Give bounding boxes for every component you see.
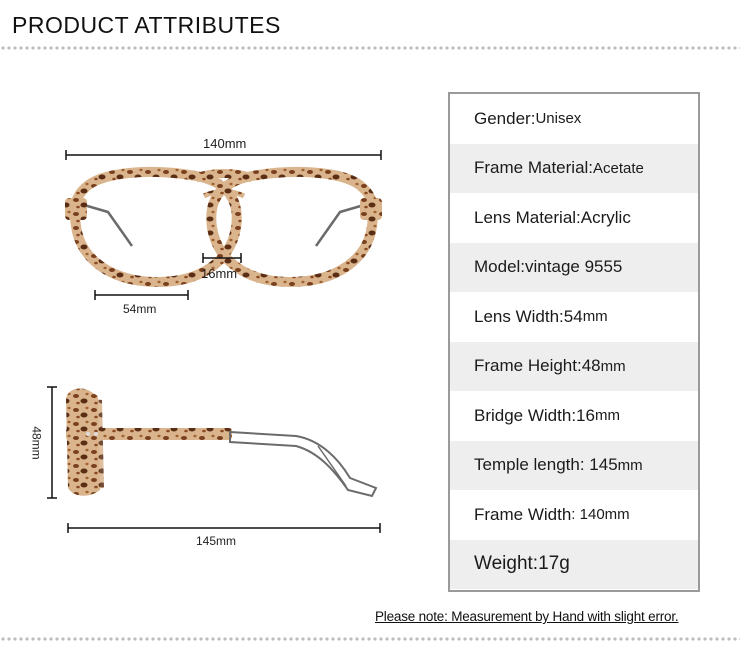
measurement-note: Please note: Measurement by Hand with sl… bbox=[375, 609, 679, 624]
spec-row-weight: Weight:17g bbox=[450, 539, 698, 589]
spec-label: Bridge Width:16 bbox=[474, 405, 595, 425]
spec-label: Frame Width bbox=[474, 504, 572, 524]
spec-label: Temple length: 145 bbox=[474, 455, 618, 475]
spec-label: Gender: bbox=[474, 108, 536, 128]
spec-row-lens-material: Lens Material:Acrylic bbox=[450, 193, 698, 243]
dim-label-bridge: 16mm bbox=[201, 266, 238, 281]
spec-row-model: Model: vintage 9555 bbox=[450, 242, 698, 292]
spec-label: Model: bbox=[474, 257, 526, 277]
spec-label: Weight:17g bbox=[474, 553, 570, 575]
dim-label-lens-height: 48mm bbox=[29, 426, 44, 460]
spec-value: mm bbox=[600, 357, 626, 375]
spec-row-frame-material: Frame Material: Acetate bbox=[450, 143, 698, 193]
dotted-divider-bottom bbox=[0, 636, 740, 642]
spec-value: mm bbox=[582, 308, 608, 326]
spec-row-gender: Gender: Unisex bbox=[450, 94, 698, 144]
dim-label-temple-length: 145mm bbox=[196, 534, 237, 548]
spec-value: vintage 9555 bbox=[525, 257, 623, 277]
spec-label: Lens Material: bbox=[474, 207, 581, 227]
dim-label-front-width: 140mm bbox=[203, 136, 247, 151]
page-title: PRODUCT ATTRIBUTES bbox=[12, 12, 281, 38]
spec-table: Gender: Unisex Frame Material: Acetate L… bbox=[448, 92, 700, 592]
side-view bbox=[47, 386, 381, 533]
spec-label: Frame Material: bbox=[474, 158, 594, 178]
spec-value: Acrylic bbox=[580, 207, 631, 227]
spec-row-frame-width: Frame Width: 140mm bbox=[450, 490, 698, 540]
spec-label: Frame Height:48 bbox=[474, 356, 601, 376]
glasses-illustration bbox=[47, 150, 382, 533]
dim-label-lens-width: 54mm bbox=[123, 302, 157, 316]
spec-value: mm bbox=[594, 407, 620, 425]
dotted-divider-top bbox=[0, 45, 740, 51]
front-view bbox=[65, 150, 382, 300]
spec-value: mm bbox=[617, 456, 643, 474]
spec-value: : 140mm bbox=[571, 506, 630, 524]
spec-value: Acetate bbox=[593, 159, 644, 177]
spec-label: Lens Width:54 bbox=[474, 306, 583, 326]
spec-value: Unisex bbox=[535, 110, 582, 128]
